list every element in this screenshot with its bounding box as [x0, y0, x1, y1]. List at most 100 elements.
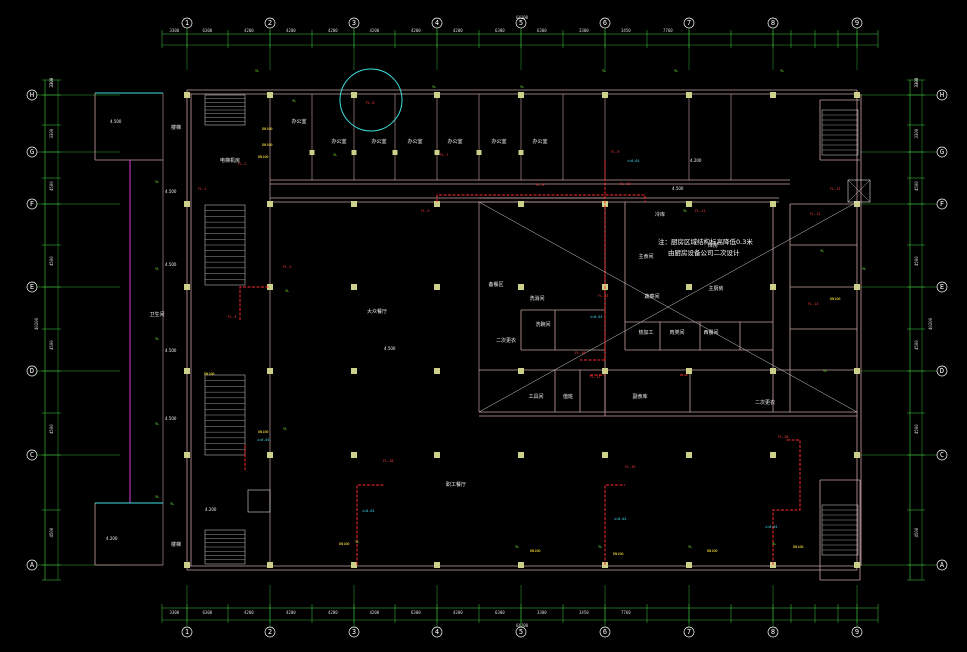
axis-bubble-right — [936, 449, 948, 461]
left-dim-text: 4500 — [49, 340, 54, 350]
room-label-hall-big: 大众餐厅 — [367, 308, 387, 315]
tag-red-label: FL-3 — [283, 265, 291, 269]
note-line-2: 由厨房设备公司二次设计 — [668, 248, 740, 257]
left-dim-text: 3300 — [49, 128, 54, 138]
room-label-prep-area: 备餐区 — [488, 281, 503, 288]
bottom-dim-text: 4200 — [328, 610, 338, 615]
column — [434, 368, 440, 374]
tag-green-label: YL — [155, 267, 159, 271]
room-labels: 大众餐厅职工餐厅主厨房备餐区办公室办公室办公室办公室办公室办公室办公室楼梯楼梯卫… — [149, 118, 775, 548]
room-label-main-kitchen: 主厨房 — [708, 285, 723, 292]
column — [351, 452, 357, 458]
room-label-hot-room: 热加工 — [638, 329, 653, 336]
column — [184, 284, 190, 290]
level-mark: 4.500 — [672, 186, 684, 191]
column — [770, 284, 776, 290]
top-dim-text: 4200 — [244, 28, 254, 33]
column — [854, 368, 860, 374]
column — [267, 92, 273, 98]
axis-bubble-right — [936, 281, 948, 293]
room-label-warehouse: 库房 — [708, 242, 718, 249]
column — [184, 92, 190, 98]
tag-green-label: YL — [598, 545, 602, 549]
tag-yellow-label: DN100 — [339, 542, 350, 546]
top-dim-text: 4200 — [453, 28, 463, 33]
column — [184, 562, 190, 568]
room-label-second-cook: 二次更衣 — [496, 337, 516, 344]
tag-red-label: FL-20 — [778, 435, 789, 439]
axis-bubble-bottom — [515, 626, 527, 638]
axis-label-top: 9 — [855, 19, 859, 27]
axis-label-left: D — [30, 367, 34, 375]
tag-green-label: YL — [255, 69, 259, 73]
axis-bubble-left — [26, 198, 38, 210]
axis-label-right: E — [940, 283, 944, 291]
column — [351, 284, 357, 290]
column — [351, 92, 357, 98]
axis-label-top: 2 — [268, 19, 272, 27]
tag-yellow-label: DN100 — [262, 143, 273, 147]
left-dim-text: 4500 — [49, 527, 54, 537]
column — [351, 368, 357, 374]
bottom-dim-text: 7760 — [621, 610, 631, 615]
axis-bubble-bottom — [599, 626, 611, 638]
pipe-south-3 — [772, 439, 801, 565]
tag-green-label: YL — [355, 540, 359, 544]
tag-red-label: FL-11 — [695, 209, 706, 213]
bottom-dim-text: 6300 — [411, 610, 421, 615]
tag-red-label: FL-14 — [808, 302, 819, 306]
axis-bubble-top — [431, 17, 443, 29]
tag-red-label: FL-10 — [620, 182, 631, 186]
room-label-staple-room: 主食间 — [638, 253, 653, 260]
room-label-office-6: 办公室 — [491, 138, 506, 145]
axis-label-right: F — [940, 200, 944, 208]
axis-bubble-bottom — [264, 626, 276, 638]
room-label-stair-label-2: 楼梯 — [171, 541, 181, 548]
column — [602, 368, 608, 374]
columns — [184, 92, 860, 568]
stair-ne — [821, 109, 859, 156]
column — [518, 284, 524, 290]
column — [434, 284, 440, 290]
column — [686, 562, 692, 568]
column — [518, 150, 524, 155]
axis-label-top: 3 — [352, 19, 356, 27]
top-overall-dim: 64200 — [516, 15, 529, 20]
drain-pipes — [239, 160, 801, 565]
room-label-office-3: 办公室 — [371, 138, 386, 145]
right-dim-text: 3300 — [914, 77, 919, 87]
column — [518, 368, 524, 374]
column — [184, 368, 190, 374]
room-label-second-cook-2: 二次更衣 — [755, 399, 775, 406]
column — [602, 201, 608, 207]
top-dim-text: 4200 — [328, 28, 338, 33]
column — [434, 201, 440, 207]
tag-red-label: FL-7 — [440, 153, 448, 157]
pipe-south-1 — [356, 484, 385, 565]
level-mark: 4.500 — [110, 119, 122, 124]
axis-label-left: C — [30, 451, 34, 459]
level-mark: 4.200 — [106, 536, 118, 541]
axis-label-right: G — [940, 148, 944, 156]
tag-red-label: FL-5 — [421, 209, 429, 213]
column — [770, 201, 776, 207]
tag-yellow-label: DN100 — [204, 372, 215, 376]
level-mark: 4.200 — [205, 507, 217, 512]
column — [476, 150, 482, 155]
column — [267, 368, 273, 374]
axis-bubble-right — [936, 146, 948, 158]
column — [518, 452, 524, 458]
column — [434, 562, 440, 568]
column — [434, 452, 440, 458]
axis-bubble-left — [26, 449, 38, 461]
column — [770, 452, 776, 458]
room-label-elevator-room: 电梯机房 — [220, 157, 240, 164]
elevator-shaft-2 — [247, 489, 271, 513]
tag-red-label: FL-8 — [536, 183, 544, 187]
axis-label-top: 1 — [185, 19, 189, 27]
axis-label-right: A — [940, 561, 945, 569]
right-dim-text: 4500 — [914, 340, 919, 350]
column — [309, 150, 315, 155]
void-diagonal-2 — [478, 201, 858, 413]
